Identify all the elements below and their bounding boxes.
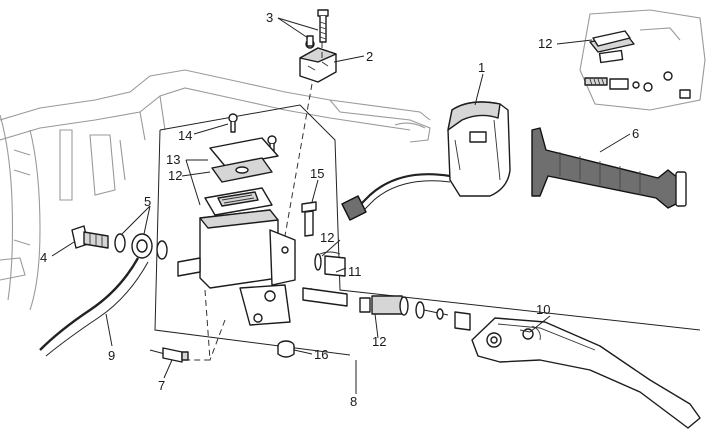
piston-assembly [302,287,471,331]
pin-part-15 [301,201,317,237]
wire-harness [341,173,451,221]
screws-part-14 [228,113,277,153]
leader-lines [51,17,631,394]
callout-10: 10 [536,302,550,317]
lever-part-10 [471,317,701,429]
callout-2: 2 [366,49,373,64]
callout-4: 4 [40,250,47,265]
frame-outline [0,69,431,311]
callout-6: 6 [632,126,639,141]
brake-hose-part-9 [39,257,149,357]
callout-1: 1 [478,60,485,75]
callout-12-seal: 12 [320,230,334,245]
callout-12-piston: 12 [372,334,386,349]
inset-detail [579,9,706,111]
banjo-bolt-part-4 [71,225,109,249]
master-cylinder-body [177,209,296,326]
callout-labels: 1 2 3 4 5 6 7 8 9 10 11 12 12 12 12 13 1… [40,10,639,409]
callout-13: 13 [166,152,180,167]
reservoir-cap-part-13 [204,137,279,216]
nut-part-16 [277,340,295,358]
callout-12-inset: 12 [538,36,552,51]
washers-part-5 [114,233,168,260]
callout-7: 7 [158,378,165,393]
grip-part-6 [531,127,687,209]
callout-16: 16 [314,347,328,362]
clamp-part-2 [299,35,337,83]
bolts-part-3 [317,9,329,43]
callout-5: 5 [144,194,151,209]
callout-11: 11 [348,264,362,279]
callout-8: 8 [350,394,357,409]
callout-14: 14 [178,128,192,143]
callout-3: 3 [266,10,273,25]
cap-part-11 [314,251,346,277]
callout-12-cap: 12 [168,168,182,183]
callout-15: 15 [310,166,324,181]
switch-part-7 [149,347,189,363]
callout-9: 9 [108,348,115,363]
switch-housing-part-1 [447,101,511,197]
